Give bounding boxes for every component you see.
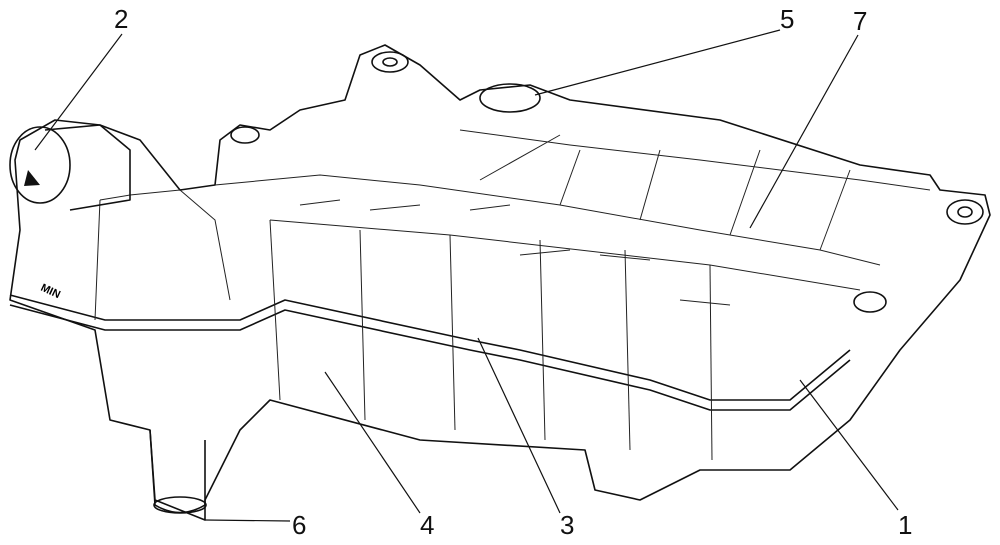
label-6: 6: [292, 510, 307, 540]
label-5: 5: [780, 4, 795, 34]
flange-band: [9, 294, 851, 401]
label-7: 7: [853, 6, 868, 36]
label-1: 1: [898, 510, 913, 540]
filler-cap: [9, 124, 131, 211]
leader-lines: [34, 29, 899, 522]
mounting-bosses: [230, 51, 984, 313]
label-4: 4: [420, 510, 435, 540]
flange-band-lower: [9, 304, 851, 411]
label-2: 2: [114, 4, 129, 34]
label-3: 3: [560, 510, 575, 540]
min-embossed-text: MIN: [39, 282, 62, 301]
tank-outline: [9, 44, 991, 521]
outlet-pipe: [149, 429, 207, 514]
panel-ribs: [94, 129, 931, 461]
